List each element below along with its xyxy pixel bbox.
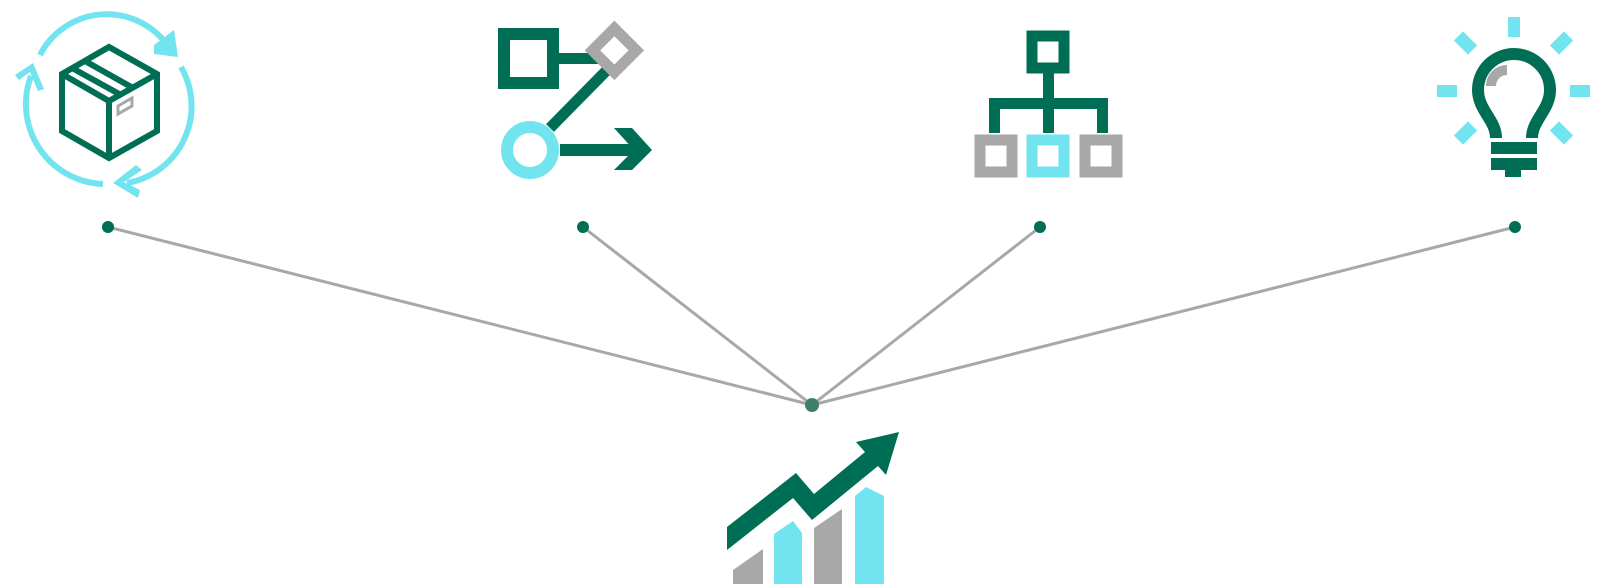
cycle-arc-left [22,74,104,187]
connector-line-2 [582,225,813,407]
bulb-base-2 [1491,158,1537,170]
org-stem-mid [1043,108,1054,133]
org-stem [1043,73,1054,99]
connector-line-1 [107,225,813,407]
ray-bottom-right [1549,121,1574,145]
org-child-left [974,134,1018,178]
connector-line-3 [811,225,1041,407]
org-chart-icon [974,30,1123,178]
connectors [107,225,1516,407]
connector-line-4 [811,225,1516,407]
workflow-square [498,28,559,89]
growth-chart-icon [727,432,899,584]
workflow-diagonal [546,63,614,132]
box-label [116,95,134,117]
growth-bar-3 [814,509,842,584]
workflow-circle [501,121,559,179]
growth-bar-4 [855,487,884,584]
cycle-arc-top [37,11,171,57]
growth-bar-1 [733,549,763,584]
org-stem-left [989,108,1000,133]
org-top-box [1026,30,1070,74]
cycle-arrowhead-top [154,30,178,57]
org-child-mid [1026,134,1070,178]
box-flap-line-1 [83,58,135,91]
connector-dot-1 [102,221,114,233]
bulb-tip [1505,170,1521,177]
hub-dot [805,398,819,412]
workflow-square-link [559,53,599,64]
cycle-arrowhead-left [15,63,44,91]
org-bar [989,98,1108,109]
connector-dot-2 [577,221,589,233]
connector-dot-4 [1509,221,1521,233]
org-child-right [1079,134,1123,178]
box-flap-line-2 [70,65,123,98]
ray-left [1437,85,1457,97]
workflow-diamond [584,20,645,81]
box-cycle-icon [15,11,195,198]
ray-bottom-left [1453,121,1478,145]
workflow-arrowhead [614,128,652,170]
growth-arrow [727,432,899,550]
ray-right [1570,85,1590,97]
cycle-arrowhead-right [113,165,142,198]
ray-top-left [1453,31,1478,55]
ray-top-right [1549,31,1574,55]
bulb-base-1 [1491,142,1537,154]
workflow-icon [498,20,652,179]
connector-dots [102,221,1521,412]
connector-dot-3 [1034,221,1046,233]
lightbulb-icon [1437,17,1590,177]
ray-top [1508,17,1520,37]
workflow-arrow-shaft [560,144,634,156]
cycle-arc-right [126,65,195,186]
growth-bar-2 [774,521,802,584]
bulb-outline [1471,48,1557,139]
bulb-highlight [1486,65,1508,87]
org-stem-right [1097,108,1108,133]
